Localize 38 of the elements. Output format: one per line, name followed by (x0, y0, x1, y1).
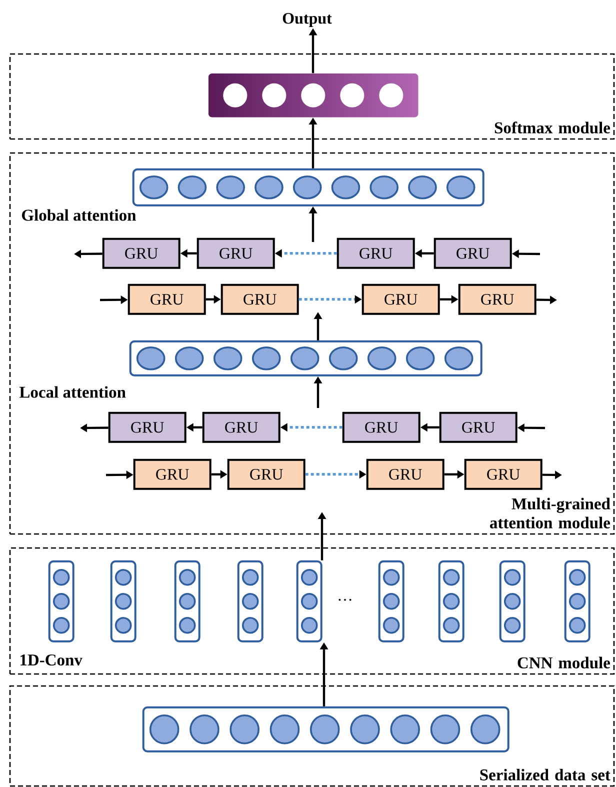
gru-box: GRU (458, 284, 536, 315)
gru-box: GRU (464, 458, 542, 490)
vector-drawing (499, 560, 526, 642)
gru-box: GRU (342, 412, 420, 443)
gru-box: GRU (434, 238, 512, 269)
gru-box: GRU (366, 458, 444, 490)
gru-box: GRU (362, 284, 440, 315)
section-label: Global attention (22, 209, 136, 221)
gru-box: GRU (108, 412, 186, 443)
gru-box: GRU (133, 458, 212, 490)
gru-box: GRU (227, 458, 306, 490)
vector-drawing (110, 560, 136, 642)
gru-box: GRU (102, 238, 180, 269)
gru-box: GRU (220, 284, 299, 315)
gru-box: GRU (202, 412, 280, 443)
module-label: Softmax module (494, 122, 610, 134)
vector-drawing (564, 560, 590, 642)
vector-drawing (174, 560, 200, 642)
module-label: CNN module (518, 656, 610, 668)
gru-box: GRU (196, 238, 275, 269)
module-label: Serialized data set (480, 768, 610, 780)
gru-box: GRU (128, 284, 206, 315)
ellipsis: ··· (338, 598, 352, 601)
section-label: 1D-Conv (20, 654, 82, 666)
vector-drawing (48, 560, 74, 642)
vector-drawing (129, 340, 482, 376)
vector-drawing (132, 168, 484, 206)
gru-box: GRU (336, 238, 415, 269)
vector-drawing (142, 706, 510, 752)
output-label: Output (282, 13, 332, 27)
vector-drawing (296, 560, 322, 642)
vector-drawing (378, 560, 404, 642)
vector-drawing (237, 560, 264, 642)
vector-drawing (438, 560, 464, 642)
module-label: Multi-grained attention module (490, 498, 610, 528)
section-label: Local attention (19, 386, 126, 398)
softmax-drawing (223, 83, 404, 108)
gru-box: GRU (439, 412, 518, 443)
